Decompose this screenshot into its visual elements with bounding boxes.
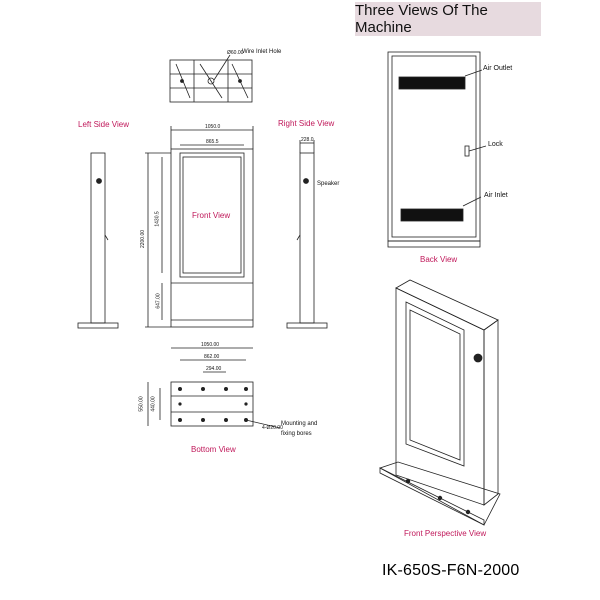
right-side-view-label: Right Side View: [278, 119, 335, 128]
front-view-label: Front View: [192, 211, 231, 220]
right-side-view: [286, 140, 328, 329]
wire-inlet-hole-callout: Wire Inlet Hole: [242, 49, 282, 55]
bottom-view-label: Bottom View: [191, 445, 236, 454]
model-number: IK-650S-F6N-2000: [382, 562, 520, 579]
top-view: [169, 54, 253, 103]
dim-bore-diameter: 4-Ø20.00: [262, 425, 283, 431]
dim-front-inner-width: 865.5: [206, 139, 219, 145]
dim-total-height: 2200.00: [140, 229, 147, 249]
dim-bottom-width: 1050.00: [201, 342, 220, 348]
left-side-view: [77, 152, 119, 329]
dim-base-height: 647.00: [155, 293, 162, 309]
lock-callout: Lock: [488, 141, 503, 148]
mounting-callout-line1: Mounting and: [281, 421, 318, 427]
front-view: [145, 126, 254, 328]
bottom-view: [147, 347, 281, 429]
page-title: Three Views Of The Machine: [355, 2, 488, 36]
mounting-callout-line2: fixing bores: [281, 431, 312, 437]
dim-front-width: 1050.0: [205, 124, 221, 130]
air-outlet-callout: Air Outlet: [483, 65, 513, 72]
dim-bottom-spacing: 294.00: [206, 366, 222, 372]
dim-side-depth: 228.0: [301, 137, 314, 143]
dim-bottom-inner: 862.00: [204, 354, 220, 360]
dim-bottom-depth: 550.00: [138, 396, 145, 412]
speaker-callout: Speaker: [317, 181, 340, 187]
back-view: [387, 51, 487, 248]
dim-screen-height: 1430.5: [154, 211, 161, 227]
dim-bottom-inner-depth: 440.00: [150, 396, 157, 412]
front-perspective-view-label: Front Perspective View: [404, 529, 487, 538]
air-inlet-callout: Air Inlet: [484, 192, 508, 199]
back-view-label: Back View: [420, 255, 458, 264]
hole-diameter: Ø60.00: [227, 50, 244, 56]
left-side-view-label: Left Side View: [78, 120, 129, 129]
front-perspective-view: [379, 279, 501, 526]
title-banner: Three Views Of The Machine: [355, 2, 541, 36]
